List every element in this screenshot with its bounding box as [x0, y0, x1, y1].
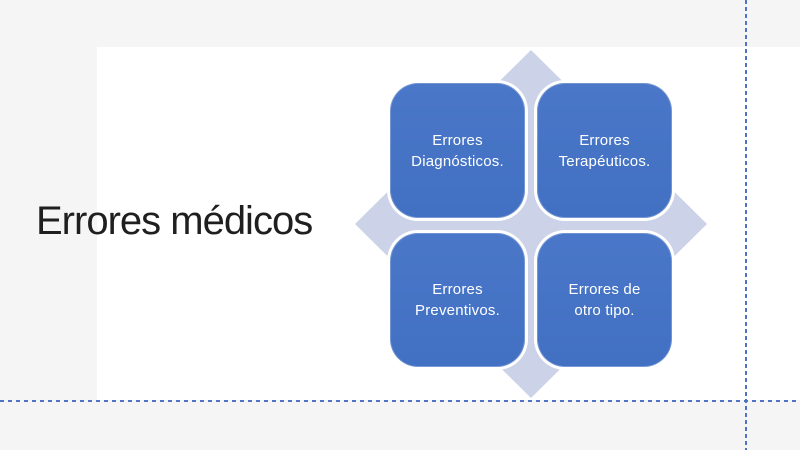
matrix-box-text: Errores Terapéuticos. [559, 130, 651, 172]
box-text-line: Terapéuticos. [558, 152, 651, 170]
matrix-box-errores-otro-tipo[interactable]: Errores de otro tipo. [537, 233, 672, 367]
box-text-line: Errores [432, 281, 483, 298]
horizontal-guide-line[interactable] [0, 400, 800, 402]
box-text-line: Errores [432, 131, 483, 149]
vertical-guide-line[interactable] [745, 0, 747, 450]
slide-title[interactable]: Errores médicos [36, 199, 313, 243]
box-text-line: Preventivos. [415, 302, 500, 319]
matrix-box-text: Errores Diagnósticos. [411, 130, 504, 172]
matrix-box-errores-preventivos[interactable]: Errores Preventivos. [390, 233, 525, 367]
box-text-line: Diagnósticos. [411, 152, 504, 170]
box-text-line: Errores [579, 131, 630, 149]
matrix-box-errores-diagnosticos[interactable]: Errores Diagnósticos. [390, 83, 525, 218]
matrix-box-text: Errores Preventivos. [415, 279, 500, 321]
matrix-box-text: Errores de otro tipo. [568, 279, 640, 321]
matrix-box-errores-terapeuticos[interactable]: Errores Terapéuticos. [537, 83, 672, 218]
box-text-line: otro tipo. [574, 302, 635, 319]
box-text-line: Errores de [568, 281, 641, 298]
